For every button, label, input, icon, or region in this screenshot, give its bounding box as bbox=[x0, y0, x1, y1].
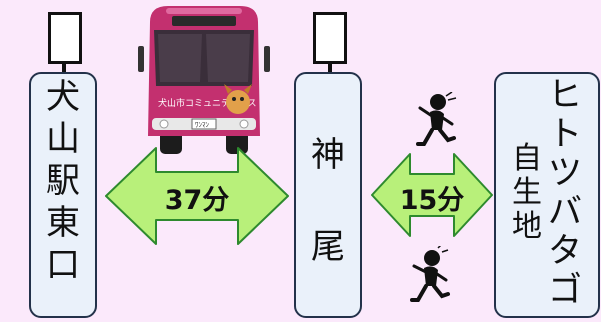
walking-person-icon bbox=[416, 92, 457, 146]
stop-1-char: 東 bbox=[46, 203, 80, 243]
stop-3-char: 自 bbox=[512, 141, 542, 176]
double-arrow-bus-icon bbox=[105, 147, 289, 245]
stop-1-char: 犬 bbox=[46, 77, 80, 117]
bus-stop-pole-1 bbox=[62, 62, 66, 74]
stop-2-char: 神 bbox=[311, 135, 345, 175]
walking-person-icon bbox=[410, 246, 450, 302]
stop-3-char: タ bbox=[548, 231, 582, 271]
bus-plate-text: ﾜﾝﾏﾝ bbox=[195, 121, 209, 129]
segment-1-duration: 37分 bbox=[164, 185, 230, 216]
stop-3-char: バ bbox=[548, 192, 582, 232]
stop-hitotsubatago-jiseichi: 自 生 地 ヒ ト ツ バ タ ゴ bbox=[494, 72, 600, 318]
stop-3-char: ヒ bbox=[548, 75, 582, 115]
stop-3-char: 生 bbox=[512, 175, 542, 210]
stop-1-char: 口 bbox=[46, 245, 80, 285]
stop-3-char: ツ bbox=[548, 153, 582, 193]
stop-inuyama-higashiguchi: 犬 山 駅 東 口 bbox=[29, 72, 97, 318]
segment-2-duration: 15分 bbox=[399, 185, 465, 216]
bus-stop-pole-2 bbox=[328, 62, 332, 74]
bus-stop-sign-1 bbox=[48, 12, 82, 64]
stop-3-char: ト bbox=[548, 114, 582, 154]
bus-icon: 犬山市コミュニティバス ﾜﾝﾏﾝ bbox=[138, 6, 270, 154]
stop-3-line-1: ヒ ト ツ バ タ ゴ bbox=[548, 78, 582, 307]
stop-1-char: 山 bbox=[46, 119, 80, 159]
bus-stop-sign-2 bbox=[313, 12, 347, 64]
stop-2-char: 尾 bbox=[311, 227, 345, 267]
stop-3-line-2: 自 生 地 bbox=[512, 144, 542, 242]
stop-1-char: 駅 bbox=[46, 161, 80, 201]
stop-kamio: 神 尾 bbox=[294, 72, 362, 318]
double-arrow-walk-icon bbox=[371, 153, 493, 237]
stop-3-char: 地 bbox=[512, 209, 542, 244]
stop-3-char: ゴ bbox=[548, 270, 582, 310]
